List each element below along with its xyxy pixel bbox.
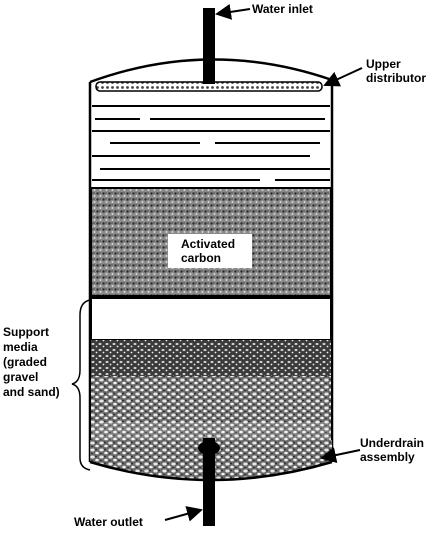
water-outlet-label: Water outlet (74, 515, 143, 529)
upper-distributor-arrow (323, 67, 363, 87)
underdrain-arrow (320, 447, 361, 463)
upper-distributor-label: Upper distributor (366, 57, 426, 85)
activated-carbon-label-box (168, 234, 252, 268)
outlet-pipe (203, 438, 215, 526)
underdrain-assembly-label: Underdrain assembly (360, 436, 427, 464)
inlet-pipe (203, 8, 215, 84)
water-inlet-arrow (215, 3, 251, 20)
support-media-brace (71, 299, 91, 471)
water-outlet-arrow (164, 506, 203, 522)
water-layer (92, 105, 330, 181)
support-media-label: Support media (graded gravel and sand) (3, 325, 60, 399)
underdrain-head (198, 441, 220, 455)
activated-carbon-label: Activated carbon (181, 237, 238, 265)
separator-layer (90, 297, 332, 341)
water-inlet-label: Water inlet (252, 2, 313, 16)
graded-gravel-layer (91, 376, 331, 422)
coarse-gravel-layer (91, 340, 331, 376)
